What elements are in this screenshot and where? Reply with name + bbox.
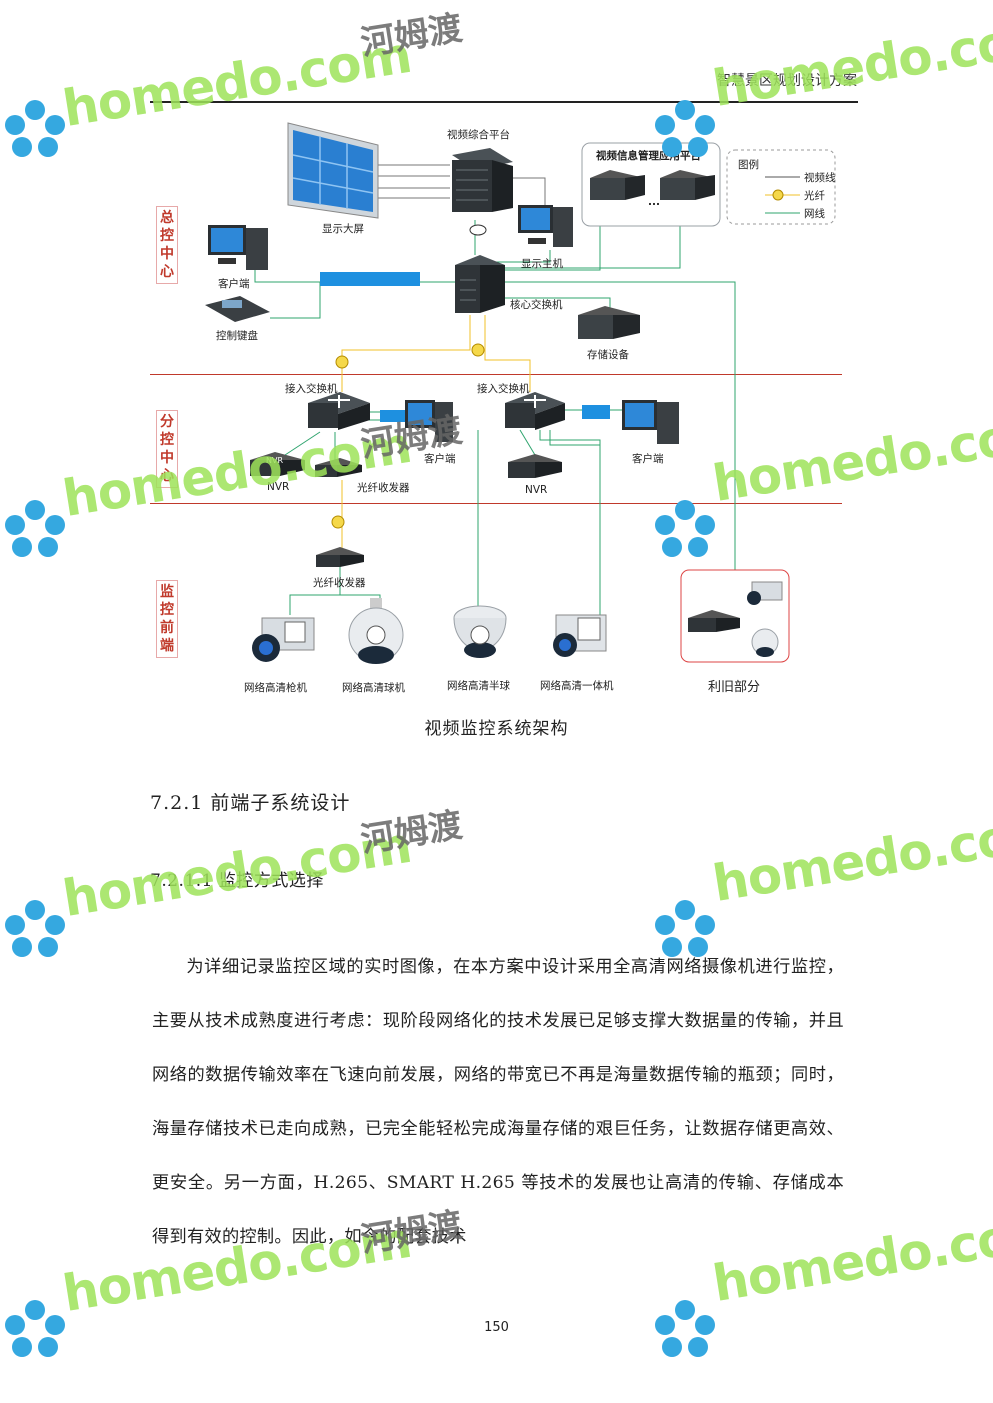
client-pc-2-icon xyxy=(405,400,453,442)
label-cam-integrated: 网络高清一体机 xyxy=(540,680,614,692)
nvr-1-icon xyxy=(250,452,305,476)
label-keyboard: 控制键盘 xyxy=(216,330,258,342)
access-switch-2-icon xyxy=(505,392,565,430)
fiber-lines xyxy=(341,315,531,550)
label-storage: 存储设备 xyxy=(587,349,629,361)
label-transceiver-1: 光纤收发器 xyxy=(357,482,410,494)
label-cam-bullet: 网络高清枪机 xyxy=(244,682,307,694)
transceiver-2-icon xyxy=(316,547,364,567)
watermark-chinese: 河姆渡 xyxy=(358,805,466,861)
label-cam-hemi: 网络高清半球 xyxy=(447,680,510,692)
section-divider-1 xyxy=(150,374,842,375)
legend-frame xyxy=(726,149,836,225)
label-video-platform: 视频综合平台 xyxy=(447,129,510,141)
reuse-nvr-icon xyxy=(688,610,740,632)
watermark-text: homedo.com xyxy=(708,800,993,913)
link-bar xyxy=(320,272,420,286)
label-client: 客户端 xyxy=(218,278,250,290)
client-pc-3-icon xyxy=(622,400,679,444)
storage-icon xyxy=(578,306,640,339)
integrated-camera-icon xyxy=(553,614,607,657)
legend-title: 图例 xyxy=(738,159,759,171)
app-platform-frame xyxy=(581,142,721,227)
ring-connector xyxy=(469,224,487,236)
core-switch-icon xyxy=(455,255,505,313)
section-label-control-center: 总控中心 xyxy=(156,206,178,284)
section-divider-2 xyxy=(150,503,842,504)
bullet-camera-icon xyxy=(252,617,315,662)
link-bar-2 xyxy=(380,410,405,422)
fiber-connectors xyxy=(331,343,485,529)
body-paragraph: 为详细记录监控区域的实时图像，在本方案中设计采用全高清网络摄像机进行监控，主要从… xyxy=(152,957,844,1247)
video-platform-icon xyxy=(452,148,513,212)
video-lines xyxy=(378,164,546,205)
client-pc-icon xyxy=(208,225,268,270)
transceiver-1-icon xyxy=(315,458,362,477)
half-dome-camera-icon xyxy=(453,605,507,658)
page-header: 智慧景区规划设计方案 xyxy=(717,73,857,89)
display-host-icon xyxy=(518,205,573,247)
link-bar-3 xyxy=(582,405,610,419)
server-icon-1 xyxy=(590,170,645,200)
header-rule xyxy=(150,101,858,103)
nvr-badge: NVR xyxy=(266,456,284,465)
legend-fiber-connector xyxy=(772,189,784,201)
legend-fiber: 光纤 xyxy=(804,190,825,202)
architecture-diagram xyxy=(205,122,836,664)
server-icon-2 xyxy=(660,170,715,200)
display-wall-icon xyxy=(287,122,379,219)
legend-network: 网线 xyxy=(804,208,825,220)
section-heading: 7.2.1 前端子系统设计 xyxy=(150,792,351,814)
subsection-heading: 7.2.1.1 监控方式选择 xyxy=(150,871,324,891)
section-label-sub-center: 分控中心 xyxy=(156,410,178,488)
access-switch-1-icon xyxy=(308,392,370,430)
label-access-switch-1: 接入交换机 xyxy=(285,383,338,395)
label-client-2: 客户端 xyxy=(424,453,456,465)
label-display-wall: 显示大屏 xyxy=(322,223,364,235)
control-keyboard-icon xyxy=(205,296,270,322)
label-access-switch-2: 接入交换机 xyxy=(477,383,530,395)
reuse-dome-camera-icon xyxy=(751,628,779,657)
label-ellipsis: ... xyxy=(648,196,660,208)
label-transceiver-2: 光纤收发器 xyxy=(313,577,366,589)
watermark-logo xyxy=(0,895,70,969)
label-client-3: 客户端 xyxy=(632,453,664,465)
section-label-front-end: 监控前端 xyxy=(156,580,178,658)
label-core-switch: 核心交换机 xyxy=(510,299,563,311)
label-nvr-2: NVR xyxy=(525,484,548,496)
label-app-platform: 视频信息管理应用平台 xyxy=(596,150,701,162)
label-reuse: 利旧部分 xyxy=(708,680,761,695)
nvr-2-icon xyxy=(508,454,562,478)
label-display-host: 显示主机 xyxy=(521,258,563,270)
reuse-bullet-camera-icon xyxy=(747,581,783,605)
label-cam-dome: 网络高清球机 xyxy=(342,682,405,694)
page-number: 150 xyxy=(484,1320,509,1335)
network-lines xyxy=(254,210,736,630)
dome-camera-icon xyxy=(348,598,404,664)
figure-caption: 视频监控系统架构 xyxy=(424,719,569,739)
label-nvr-1: NVR xyxy=(267,481,290,493)
legend-video: 视频线 xyxy=(804,172,836,184)
